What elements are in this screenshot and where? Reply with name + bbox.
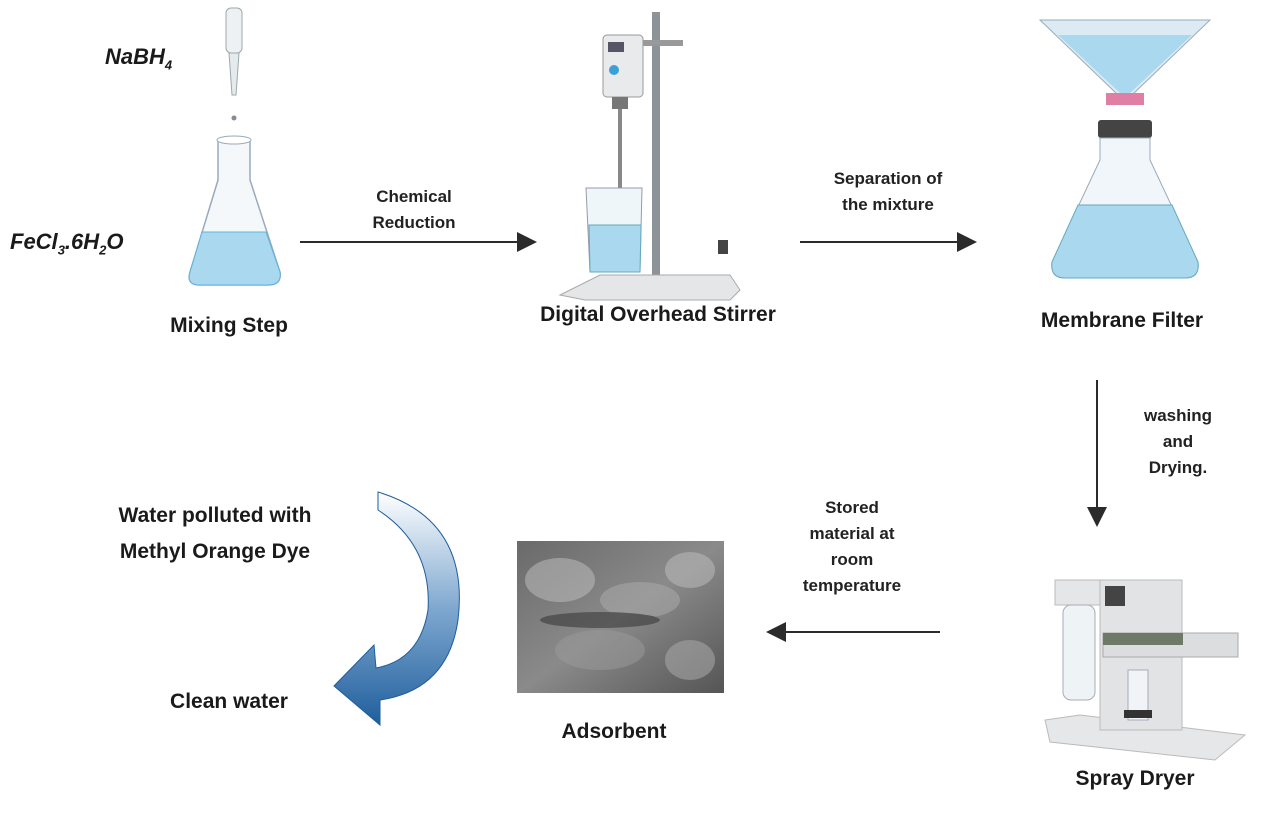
label-polluted-water: Water polluted with Methyl Orange Dye — [119, 498, 312, 570]
note-chemical-reduction: Chemical Reduction — [372, 184, 455, 236]
reagent-nabh4: NaBH4 — [105, 44, 173, 73]
overhead-stirrer-icon — [558, 12, 741, 301]
label-adsorbent: Adsorbent — [561, 720, 667, 743]
label-spray-dryer: Spray Dryer — [1075, 767, 1195, 790]
note-storage: Stored material at room temperature — [803, 495, 901, 599]
note-line: Separation of — [833, 169, 943, 188]
note-line: Chemical — [376, 187, 452, 206]
note-line: temperature — [802, 576, 902, 595]
label-line: Water polluted with — [118, 504, 312, 527]
note-line: Reduction — [372, 213, 456, 232]
pipette-icon — [225, 7, 243, 121]
note-line: washing — [1143, 406, 1213, 425]
note-line: Stored — [825, 498, 879, 517]
label-membrane-filter: Membrane Filter — [1040, 309, 1204, 332]
reagent-fecl3: FeCl3.6H2O — [10, 229, 124, 258]
note-line: and — [1162, 432, 1194, 451]
label-clean-water: Clean water — [170, 690, 288, 713]
label-line: Methyl Orange Dye — [119, 540, 311, 563]
note-line: room — [830, 550, 874, 569]
adsorbent-texture — [525, 552, 715, 680]
curved-arrow-icon — [333, 491, 460, 727]
label-stirrer: Digital Overhead Stirrer — [540, 303, 776, 326]
note-line: the mixture — [842, 195, 934, 214]
membrane-filter-icon — [1038, 19, 1212, 279]
note-washing-drying: washing and Drying. — [1144, 403, 1212, 481]
note-line: Drying. — [1148, 458, 1208, 477]
note-separation: Separation of the mixture — [834, 166, 943, 218]
note-line: material at — [809, 524, 895, 543]
erlenmeyer-flask-icon — [188, 135, 281, 286]
spray-dryer-icon — [1044, 579, 1247, 761]
label-mixing-step: Mixing Step — [170, 314, 288, 337]
